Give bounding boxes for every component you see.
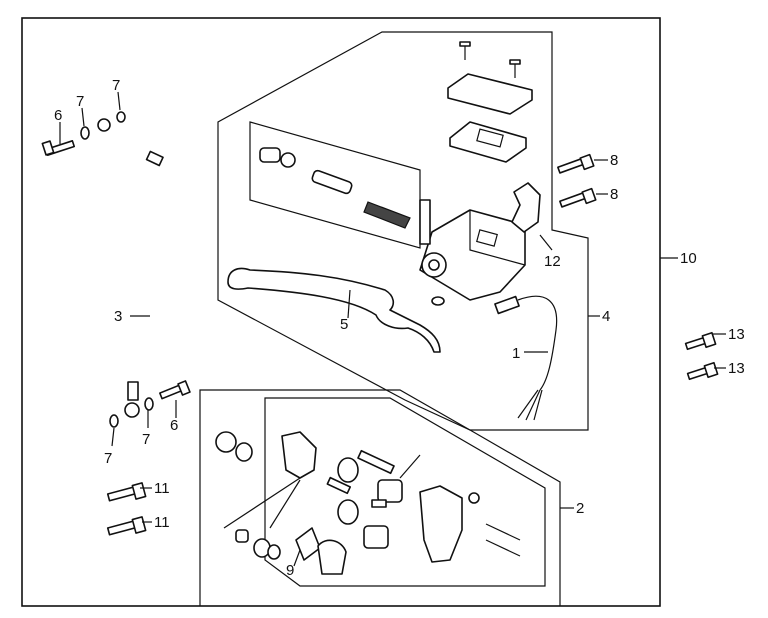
sealing-washer-1 [80, 126, 90, 140]
callout-6-lower: 6 [170, 417, 178, 434]
master-cylinder-group-outline [217, 31, 589, 431]
handlebar-clamp [511, 182, 541, 233]
outer-frame [21, 17, 661, 607]
callout-6-upper: 6 [54, 107, 62, 124]
callout-13-upper: 13 [728, 326, 745, 343]
callout-3: 3 [114, 308, 122, 325]
sealing-washer-3 [109, 414, 119, 428]
piston-kit [259, 147, 411, 229]
caliper-parts [215, 431, 521, 575]
callout-9: 9 [286, 562, 294, 579]
pivot-nut [431, 296, 445, 306]
callout-8-upper: 8 [610, 152, 618, 169]
callout-7-b: 7 [112, 77, 120, 94]
sealing-washer-2 [116, 111, 126, 123]
clamp-bolt-lower [559, 187, 597, 208]
reservoir-diaphragm [449, 121, 527, 163]
callout-13-lower: 13 [728, 360, 745, 377]
sealing-washer-4 [144, 397, 154, 411]
brake-hose [97, 118, 180, 418]
callout-2: 2 [576, 500, 584, 517]
brake-lever [227, 267, 441, 353]
callout-5: 5 [340, 316, 348, 333]
reservoir-cap [447, 73, 533, 115]
piston-kit-outline [249, 121, 421, 249]
caliper-bolt-upper [106, 482, 147, 502]
banjo-bolt-upper [41, 140, 76, 156]
callout-7-c: 7 [104, 450, 112, 467]
callout-8-lower: 8 [610, 186, 618, 203]
caliper-inner-outline [264, 397, 546, 587]
caliper-group-outline [199, 389, 561, 606]
cap-screws [459, 41, 521, 78]
callout-7-a: 7 [76, 93, 84, 110]
brake-light-switch [494, 295, 558, 421]
callout-7-d: 7 [142, 431, 150, 448]
caliper-bolt-lower [106, 516, 147, 536]
mounting-bolt-13-lower [686, 361, 719, 381]
callout-12: 12 [544, 253, 561, 270]
callout-10: 10 [680, 250, 697, 267]
callout-4: 4 [602, 308, 610, 325]
banjo-bolt-lower [159, 380, 191, 400]
callout-11-lower: 11 [154, 514, 170, 531]
callout-11-upper: 11 [154, 480, 170, 497]
lever-pivot-bolt [419, 199, 431, 245]
clamp-bolt-upper [557, 153, 595, 174]
mounting-bolt-13-upper [684, 331, 717, 351]
callout-1: 1 [512, 345, 520, 362]
